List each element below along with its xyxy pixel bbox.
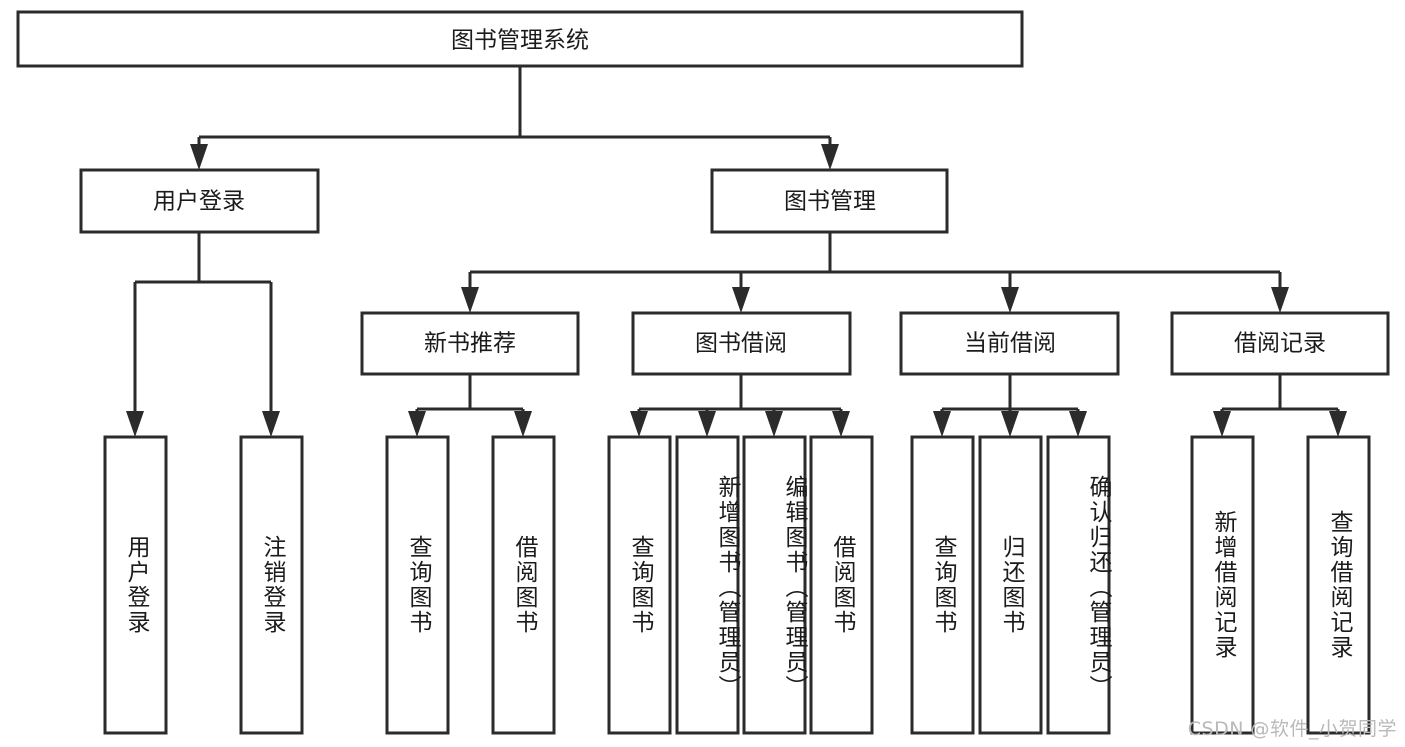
- node-user-login-label: 用户登录: [153, 189, 245, 215]
- node-leaf-query-book-2[interactable]: [607, 435, 672, 735]
- edge-user-login-bus: [133, 232, 273, 413]
- node-root-label: 图书管理系统: [451, 28, 589, 54]
- node-leaf-user-login[interactable]: [103, 435, 168, 735]
- edge-borrow-record-bus: [1220, 374, 1340, 415]
- arrow-to-leaf-query-book-3: [933, 411, 951, 437]
- node-root-book-management-system[interactable]: [16, 10, 1024, 68]
- arrow-to-new-book-recommend: [461, 287, 479, 313]
- node-leaf-logout[interactable]: [239, 435, 304, 735]
- arrow-to-leaf-add-book: [698, 411, 716, 437]
- edge-book-manage-bus: [468, 232, 1282, 290]
- edge-new-book-recommend-bus: [415, 374, 525, 415]
- arrow-to-leaf-borrow-book-2: [832, 411, 850, 437]
- node-leaf-query-book-3[interactable]: [910, 435, 975, 735]
- node-leaf-edit-book[interactable]: [742, 435, 807, 735]
- arrow-to-leaf-query-record: [1329, 411, 1347, 437]
- node-book-borrow[interactable]: [631, 311, 852, 376]
- node-leaf-add-borrow-record[interactable]: [1190, 435, 1255, 735]
- arrow-to-borrow-record: [1271, 287, 1289, 313]
- edge-book-borrow-bus: [637, 374, 843, 415]
- node-leaf-query-borrow-record[interactable]: [1306, 435, 1371, 735]
- node-new-book-recommend[interactable]: [360, 311, 580, 376]
- node-book-management[interactable]: [710, 168, 949, 234]
- node-user-login[interactable]: [79, 168, 320, 234]
- edge-current-borrow-bus: [940, 374, 1080, 415]
- edge-root-bus: [197, 66, 832, 147]
- node-current-borrow[interactable]: [899, 311, 1120, 376]
- arrow-to-leaf-confirm-return: [1069, 411, 1087, 437]
- arrow-to-current-borrow: [1001, 287, 1019, 313]
- node-leaf-return-book[interactable]: [978, 435, 1043, 735]
- node-new-book-recommend-label: 新书推荐: [424, 331, 516, 357]
- watermark-text: CSDN @软件_小贺同学: [1187, 718, 1397, 740]
- arrow-to-book-borrow: [732, 287, 750, 313]
- edges-layer: [126, 66, 1347, 437]
- arrow-to-book-manage: [821, 144, 839, 170]
- node-leaf-confirm-return[interactable]: [1046, 435, 1111, 735]
- node-borrow-record[interactable]: [1170, 311, 1390, 376]
- node-book-management-label: 图书管理: [784, 189, 876, 215]
- arrow-to-leaf-edit-book: [765, 411, 783, 437]
- node-current-borrow-label: 当前借阅: [964, 331, 1056, 357]
- arrow-to-leaf-logout: [262, 411, 280, 437]
- arrow-to-leaf-query-book-1: [408, 411, 426, 437]
- arrow-to-user-login: [190, 144, 208, 170]
- arrow-to-leaf-user-login: [126, 411, 144, 437]
- node-leaf-add-book[interactable]: [675, 435, 740, 735]
- nodes-layer: 图书管理系统 用户登录 图书管理 新书推荐 图书借阅 当前借阅 借阅记录: [16, 10, 1390, 735]
- node-book-borrow-label: 图书借阅: [695, 331, 787, 357]
- node-leaf-borrow-book-1[interactable]: [491, 435, 556, 735]
- arrow-to-leaf-borrow-book-1: [514, 411, 532, 437]
- node-leaf-borrow-book-2[interactable]: [809, 435, 874, 735]
- arrow-to-leaf-query-book-2: [630, 411, 648, 437]
- node-borrow-record-label: 借阅记录: [1234, 331, 1326, 357]
- node-leaf-query-book-1[interactable]: [385, 435, 450, 735]
- arrow-to-leaf-add-record: [1213, 411, 1231, 437]
- arrow-to-leaf-return-book: [1001, 411, 1019, 437]
